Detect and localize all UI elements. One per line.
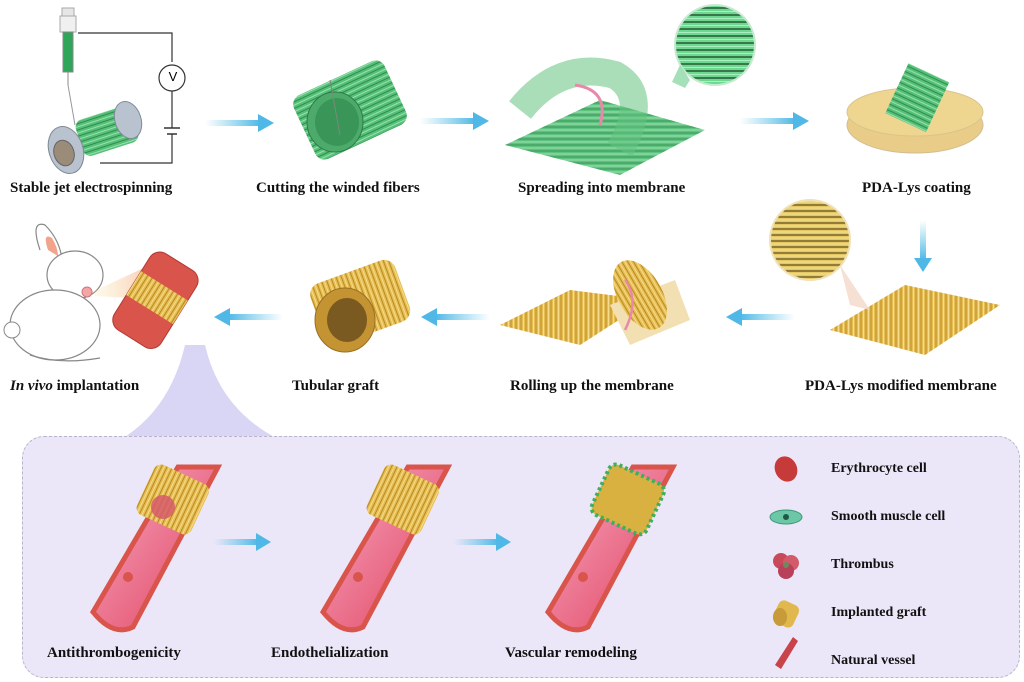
arrow-left-1 — [726, 308, 795, 326]
implantation-italic: In vivo — [10, 378, 53, 394]
vessel-endothelialization — [319, 464, 453, 633]
arrow-down — [914, 220, 932, 272]
winded-fibers-illustration — [293, 60, 407, 160]
electrospinning-illustration — [47, 7, 186, 174]
step-label-spreading: Spreading into membrane — [518, 180, 686, 196]
outcomes-panel: Antithrombogenicity Endothelialization V… — [22, 436, 1020, 678]
arrow-right-3 — [740, 112, 809, 130]
implanted-graft-icon — [772, 600, 800, 628]
outcomes-illustrations — [89, 456, 803, 669]
tubular-graft-illustration — [310, 259, 411, 353]
voltmeter-label: V — [168, 69, 178, 84]
spotlight-cone — [120, 345, 280, 440]
thrombus-icon — [773, 553, 799, 579]
step-label-modified-membrane: PDA-Lys modified membrane — [805, 378, 997, 394]
arrow-right-1 — [205, 114, 274, 132]
arrow-outcome-1 — [213, 533, 271, 551]
step-label-tubular-graft: Tubular graft — [292, 378, 380, 394]
implanted-vessel-illustration — [112, 251, 199, 349]
arrow-right-2 — [420, 112, 489, 130]
legend-label-erythrocyte: Erythrocyte cell — [831, 461, 927, 476]
outcome-label-2: Endothelialization — [271, 645, 389, 661]
arrow-left-3 — [214, 308, 283, 326]
step-label-coating: PDA-Lys coating — [862, 180, 971, 196]
step-label-cutting: Cutting the winded fibers — [256, 180, 420, 196]
legend-label-thrombus: Thrombus — [831, 557, 894, 572]
step-label-electrospinning: Stable jet electrospinning — [10, 180, 173, 196]
modified-membrane-illustration — [769, 199, 1000, 355]
step-label-rolling: Rolling up the membrane — [510, 378, 674, 394]
spreading-membrane-illustration — [505, 4, 756, 175]
step-label-implantation: In vivo implantation — [10, 378, 139, 395]
implantation-rest: implantation — [52, 378, 140, 394]
legend-label-natural-vessel: Natural vessel — [831, 653, 916, 668]
erythrocyte-icon — [774, 456, 798, 482]
petri-dish-illustration — [846, 63, 984, 154]
vessel-antithrombogenicity — [89, 464, 223, 633]
outcome-label-3: Vascular remodeling — [505, 645, 637, 661]
legend-label-smooth-muscle: Smooth muscle cell — [831, 509, 946, 524]
rolling-membrane-illustration — [500, 260, 690, 345]
arrow-outcome-2 — [453, 533, 511, 551]
vessel-remodeling — [544, 462, 678, 633]
natural-vessel-icon — [775, 637, 798, 669]
legend-label-implanted-graft: Implanted graft — [831, 605, 927, 620]
arrow-left-2 — [421, 308, 490, 326]
outcome-label-1: Antithrombogenicity — [47, 645, 181, 661]
